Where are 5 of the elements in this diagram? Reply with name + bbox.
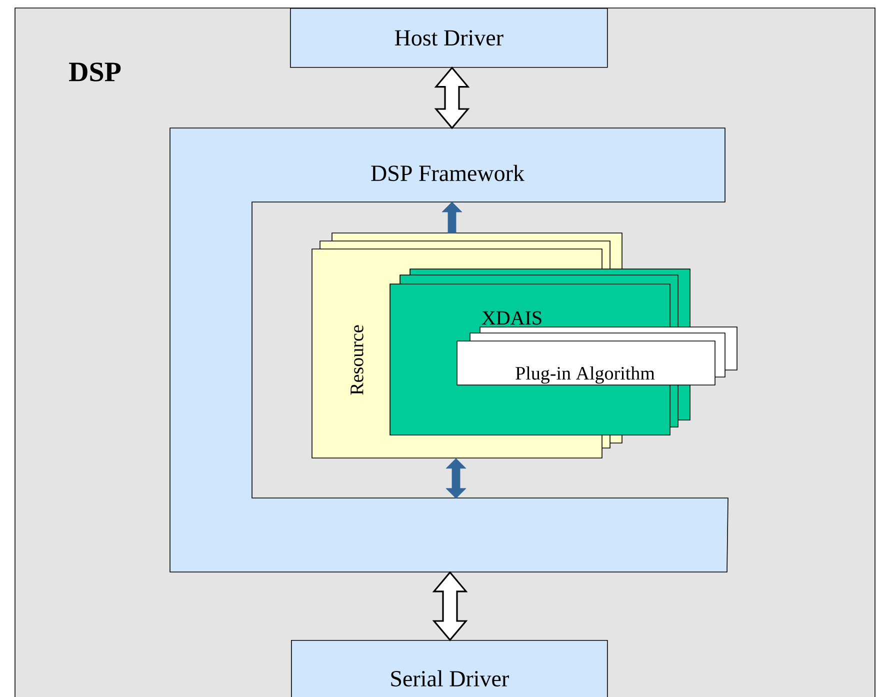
- driver-box: Serial Driver: [291, 640, 608, 697]
- double-arrow: [442, 202, 462, 234]
- driver-box: Host Driver: [290, 8, 608, 68]
- stacked-sheet-box: Plug-in Algorithm: [456, 326, 738, 386]
- double-arrow: [446, 458, 466, 499]
